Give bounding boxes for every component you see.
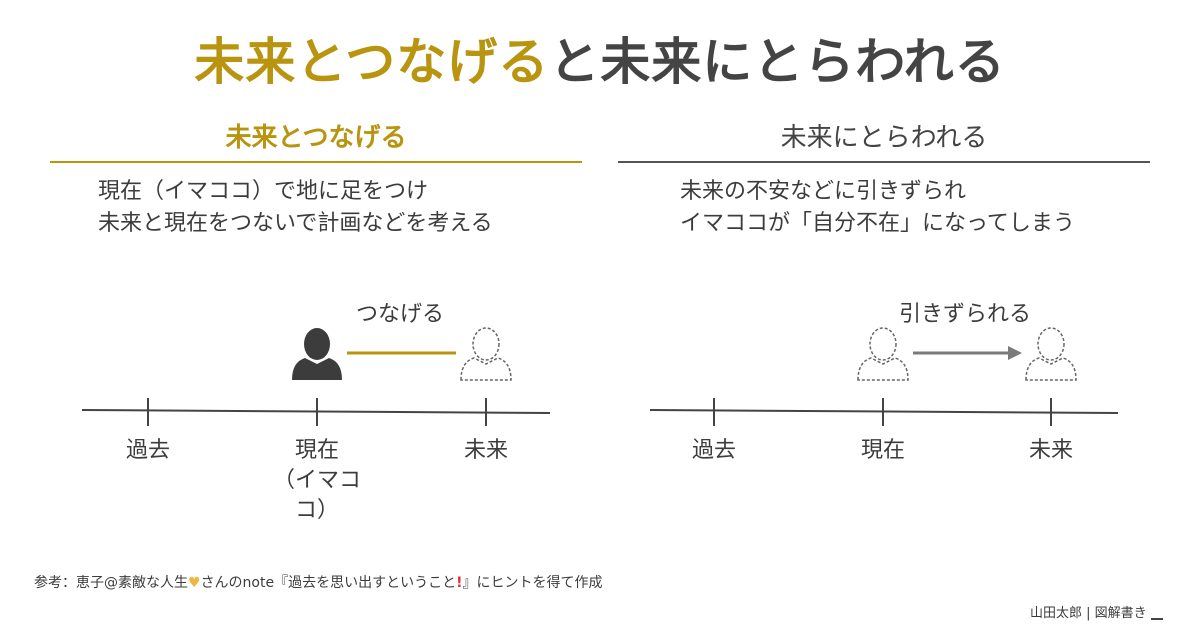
title-highlight: 未来とつなげる — [194, 33, 550, 91]
heart-icon: ♥ — [188, 575, 201, 591]
reference-suffix: 』にヒントを得て作成 — [462, 575, 603, 591]
left-description: 現在（イマココ）で地に足をつけ 未来と現在をつないで計画などを考える — [98, 176, 493, 240]
right-desc-line2: イマココが「自分不在」になってしまう — [680, 211, 1075, 236]
left-tick-present-sub: （イマココ） — [272, 468, 361, 523]
left-action-label: つなげる — [355, 302, 444, 327]
person-solid-icon — [292, 328, 342, 380]
person-outline-icon — [857, 327, 909, 381]
person-outline-icon — [460, 327, 512, 381]
page-title: 未来とつなげると未来にとらわれる — [0, 22, 1200, 94]
writer-icon — [1150, 608, 1163, 620]
left-heading: 未来とつなげる — [225, 123, 407, 153]
reference-middle: さんのnote『過去を思い出すということ — [200, 575, 457, 591]
right-heading: 未来にとらわれる — [780, 123, 988, 153]
exclamation-icon: ! — [456, 575, 463, 591]
person-outline-icon — [1025, 327, 1077, 381]
title-rest: と未来にとらわれる — [549, 33, 1006, 91]
reference-note: 参考：恵子@素敵な人生♥さんのnote『過去を思い出すということ!』にヒントを得… — [34, 572, 603, 592]
author-credit: 山田太郎 | 図解書き — [1030, 602, 1163, 621]
right-action-label: 引きずられる — [898, 302, 1031, 327]
left-timeline — [81, 327, 551, 426]
left-desc-line2: 未来と現在をつないで計画などを考える — [98, 211, 493, 236]
left-heading-rule — [50, 161, 582, 163]
reference-prefix: 参考：恵子@素敵な人生 — [34, 575, 188, 591]
left-desc-line1: 現在（イマココ）で地に足をつけ — [98, 179, 429, 204]
right-desc-line1: 未来の不安などに引きずられ — [680, 179, 967, 204]
right-timeline — [649, 327, 1119, 426]
right-heading-rule — [618, 161, 1150, 163]
left-tick-label-present: 現在 （イマココ） — [257, 436, 377, 526]
left-tick-label-past: 過去 — [125, 438, 170, 463]
credit-text: 山田太郎 | 図解書き — [1030, 606, 1147, 621]
right-tick-label-present: 現在 — [860, 438, 905, 463]
left-tick-label-future: 未来 — [463, 438, 508, 463]
right-description: 未来の不安などに引きずられ イマココが「自分不在」になってしまう — [680, 176, 1075, 240]
drag-arrow-icon — [913, 346, 1022, 360]
right-tick-label-past: 過去 — [691, 438, 736, 463]
right-tick-label-future: 未来 — [1028, 438, 1073, 463]
left-tick-present-main: 現在 — [294, 438, 339, 463]
